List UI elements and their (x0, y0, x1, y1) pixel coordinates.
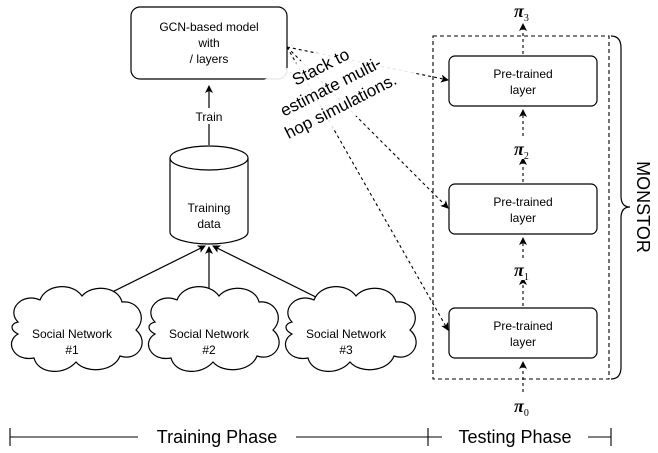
train-arrow: Train (191, 85, 227, 145)
phase-timeline (9, 428, 612, 446)
network-1-line1: Social Network (32, 327, 113, 341)
model-label-line2: with (197, 36, 219, 50)
pretrained-layer-top: Pre-trained layer (448, 55, 598, 107)
pretrained-layer-bottom: Pre-trained layer (448, 307, 598, 359)
model-label-line1: GCN-based model (159, 20, 258, 34)
train-label: Train (196, 110, 223, 124)
network-3-line1: Social Network (306, 327, 387, 341)
model-label-line3: / layers (190, 52, 229, 66)
pi-2-label: π2 (514, 139, 529, 162)
pi-1-label: π1 (514, 260, 529, 283)
network-2-line2: #2 (202, 343, 216, 357)
pi-3-label: π3 (514, 1, 529, 24)
social-network-cloud-1: Social Network #1 (11, 286, 143, 372)
network-3-line2: #3 (339, 343, 353, 357)
layer-top-line2: layer (510, 83, 536, 97)
social-network-cloud-2: Social Network #2 (148, 286, 280, 372)
pi-labels: π3 π2 π1 π0 (509, 0, 537, 419)
layer-middle-line2: layer (510, 211, 536, 225)
pi-0-label: π0 (514, 396, 529, 419)
training-data-cylinder: Training data (169, 145, 249, 245)
pretrained-layer-middle: Pre-trained layer (448, 183, 598, 235)
gcn-model-box: GCN-based model with / layers (130, 6, 288, 80)
network-2-line1: Social Network (169, 327, 250, 341)
layer-middle-line1: Pre-trained (493, 195, 552, 209)
layer-bottom-line2: layer (510, 335, 536, 349)
training-data-line2: data (197, 217, 221, 231)
social-network-cloud-3: Social Network #3 (285, 286, 417, 372)
monstor-brace (610, 35, 631, 380)
testing-phase-label: Testing Phase (458, 427, 571, 447)
monstor-container (432, 35, 610, 380)
layer-bottom-line1: Pre-trained (493, 319, 552, 333)
training-phase-label: Training Phase (157, 427, 277, 447)
layer-top-line1: Pre-trained (493, 67, 552, 81)
monstor-label: MONSTOR (633, 161, 653, 253)
network-1-line2: #1 (65, 343, 79, 357)
training-data-line1: Training (188, 201, 231, 215)
